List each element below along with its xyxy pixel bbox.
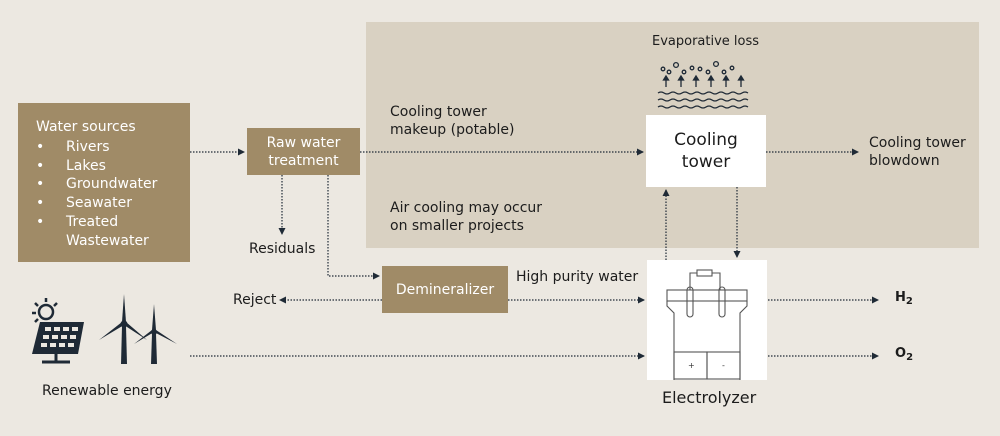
cooling-tower-line1: Cooling xyxy=(674,130,738,150)
solar-panel-icon xyxy=(32,298,84,364)
water-sources-title: Water sources xyxy=(36,119,136,135)
demineralizer-box: Demineralizer xyxy=(382,266,508,313)
arrow-raw-to-demineralizer xyxy=(327,175,380,280)
raw-water-line2: treatment xyxy=(268,152,339,169)
list-item: •Groundwater xyxy=(36,176,158,193)
evaporation-icon xyxy=(657,60,749,109)
raw-water-line1: Raw water xyxy=(266,134,341,151)
list-item: •Lakes xyxy=(36,157,106,174)
minus-terminal: - xyxy=(722,361,725,370)
h2-label: H2 xyxy=(895,290,913,307)
reject-label: Reject xyxy=(233,292,277,308)
electrolyzer-box: + - xyxy=(647,260,767,380)
electrolyzer-icon: + - xyxy=(666,269,748,380)
o2-label: O2 xyxy=(895,346,914,363)
list-item: •Seawater xyxy=(36,195,132,212)
demineralizer-label: Demineralizer xyxy=(395,281,495,298)
water-sources-box: Water sources •Rivers •Lakes •Groundwate… xyxy=(18,103,190,262)
high-purity-water-label: High purity water xyxy=(516,269,639,285)
renewable-energy-label: Renewable energy xyxy=(42,383,172,399)
list-item: Wastewater xyxy=(66,232,149,249)
plus-terminal: + xyxy=(688,361,695,370)
evaporative-loss-label: Evaporative loss xyxy=(652,34,760,49)
cooling-tower-line2: tower xyxy=(681,152,731,172)
list-item: •Rivers xyxy=(36,139,110,155)
wind-turbine-icon xyxy=(99,294,177,364)
list-item: •Treated xyxy=(36,213,119,230)
residuals-label: Residuals xyxy=(249,241,316,257)
electrolyzer-label: Electrolyzer xyxy=(662,388,757,407)
water-sources-list: •Rivers •Lakes •Groundwater •Seawater •T… xyxy=(36,138,157,250)
